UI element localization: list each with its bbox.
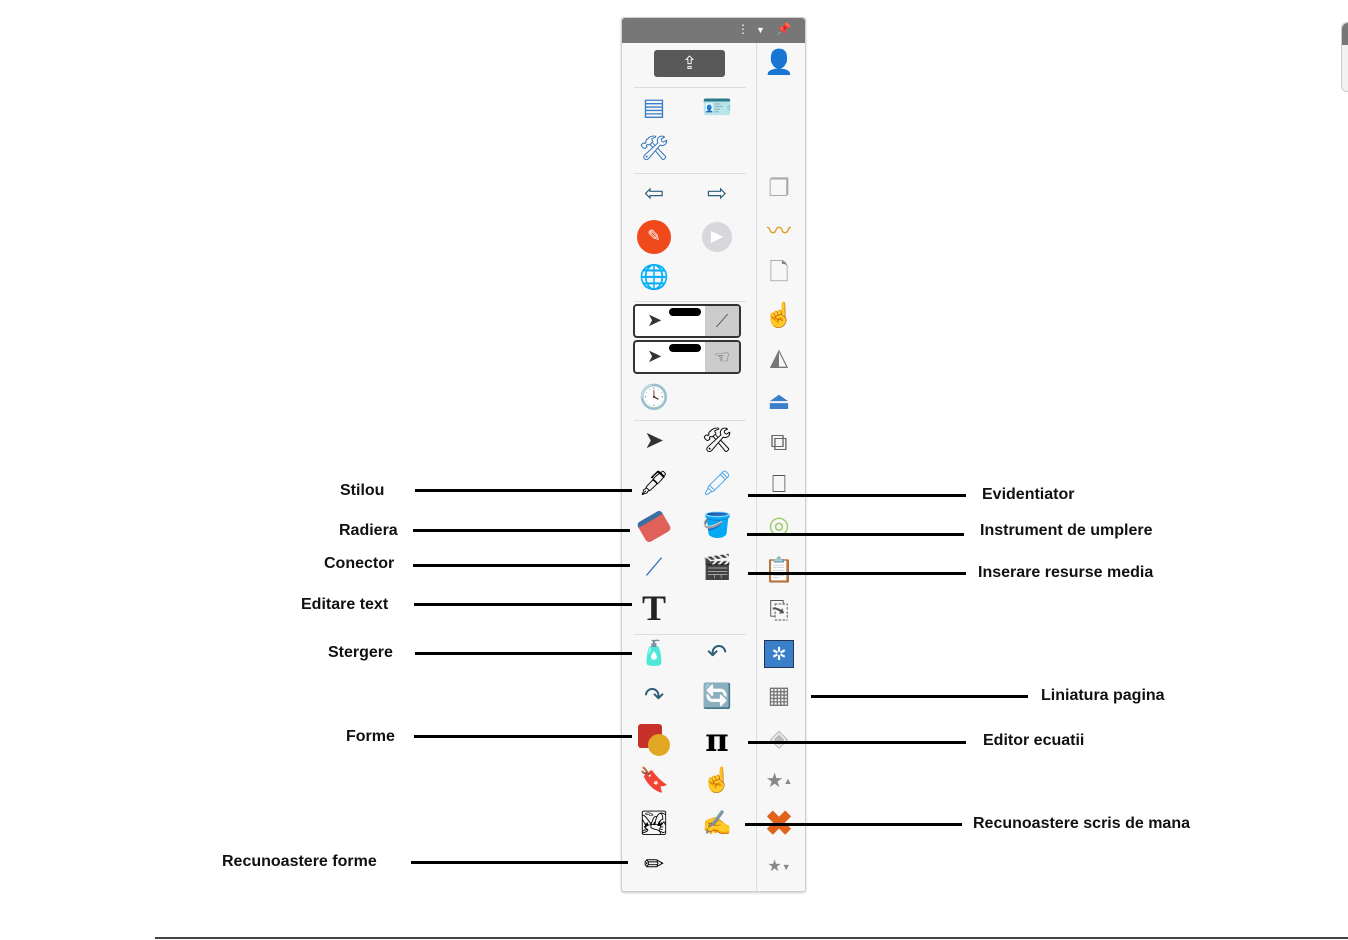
favorite-up-icon[interactable]: ★▲ <box>765 770 793 792</box>
undo-icon[interactable]: ↶ <box>706 640 728 667</box>
freeze-icon[interactable]: ✲ <box>762 637 796 671</box>
drag-objects-icon[interactable]: ☝ <box>764 302 794 329</box>
dropdown-icon[interactable]: ▼ <box>756 25 765 35</box>
label-instrument-de-umplere: Instrument de umplere <box>980 522 1153 539</box>
shapes-icon[interactable] <box>637 723 671 757</box>
leader-line <box>413 529 630 532</box>
share-icon: ⇪ <box>681 53 698 73</box>
group-icon[interactable]: ⧉ <box>770 429 788 456</box>
leader-line <box>414 603 632 606</box>
hand-cursor-icon[interactable]: ☝ <box>702 767 732 794</box>
upload-icon[interactable]: ⏏ <box>767 388 791 415</box>
leader-line <box>415 652 632 655</box>
label-stergere: Stergere <box>328 644 393 661</box>
label-recunoastere-forme: Recunoastere forme <box>222 853 377 870</box>
eraser-icon[interactable] <box>636 509 672 543</box>
clear-page-icon[interactable]: 🗋 <box>769 259 789 286</box>
paste-icon[interactable]: ⎘ <box>769 597 789 624</box>
connector-icon[interactable]: ⟋ <box>645 554 663 581</box>
pen-mode-selector[interactable]: ➤⟋ <box>633 304 741 338</box>
grid-pencil-icon[interactable]: ▦ <box>767 682 791 709</box>
fill-bucket-icon[interactable]: 🪣 <box>702 512 732 539</box>
leader-line <box>745 823 962 826</box>
bottom-border <box>155 937 1348 939</box>
pen-icon[interactable]: 🖋 <box>638 470 670 497</box>
toolbar-header[interactable]: ⋮ ▼ 📌 <box>622 18 805 43</box>
leader-line <box>748 572 966 575</box>
highlighter-icon[interactable]: 🖍 <box>701 470 733 497</box>
color-pen-icon[interactable]: ◎ <box>768 512 790 539</box>
separator <box>634 87 746 88</box>
leader-line <box>747 533 964 536</box>
label-liniatura-pagina: Liniatura pagina <box>1041 687 1165 704</box>
label-editor-ecuatii: Editor ecuatii <box>983 732 1085 749</box>
globe-icon[interactable]: 🌐 <box>639 264 669 291</box>
leader-line <box>811 695 1028 698</box>
tools-icon[interactable]: 🛠 <box>701 427 733 454</box>
touch-mode-selector[interactable]: ➤☜ <box>633 340 741 374</box>
column-divider <box>756 43 757 891</box>
user-pen-icon[interactable]: 👤 <box>764 49 794 76</box>
clock-icon[interactable]: 🕓 <box>639 384 669 411</box>
leader-line <box>413 564 630 567</box>
clipboard-icon[interactable]: 📋 <box>764 557 794 584</box>
text-icon[interactable]: T <box>641 588 666 628</box>
label-forme: Forme <box>346 728 395 745</box>
image-icon[interactable]: 🏞 <box>638 810 670 837</box>
leader-line <box>411 861 628 864</box>
leader-line <box>748 494 966 497</box>
side-panel-edge[interactable] <box>1341 22 1348 92</box>
stamp-icon[interactable]: 🔖 <box>639 767 669 794</box>
label-inserare-resurse-media: Inserare resurse media <box>978 564 1154 581</box>
label-evidentiator: Evidentiator <box>982 486 1075 503</box>
copy-icon[interactable]: ❐ <box>768 175 790 202</box>
label-conector: Conector <box>324 555 395 572</box>
form-icon[interactable]: ▤ <box>642 94 666 121</box>
id-card-icon[interactable]: 🪪 <box>702 94 732 121</box>
clear-ink-icon[interactable]: 〰 <box>767 218 791 245</box>
previous-page-icon[interactable]: ⇦ <box>643 180 665 207</box>
next-page-icon[interactable]: ⇨ <box>706 180 728 207</box>
layers-icon[interactable]: ◈ <box>769 725 789 752</box>
pi-icon[interactable]: π <box>705 721 729 759</box>
geometry-icon[interactable]: ◭ <box>769 344 789 371</box>
separator <box>634 420 746 421</box>
page-refresh-icon[interactable]: 🔄 <box>702 683 732 710</box>
leader-line <box>748 741 966 744</box>
favorite-down-icon[interactable]: ★▼ <box>767 858 791 875</box>
select-arrow-icon[interactable]: ➤ <box>643 427 665 454</box>
redo-icon[interactable]: ↷ <box>643 683 665 710</box>
label-stilou: Stilou <box>340 482 385 499</box>
label-recunoastere-scris-de-mana: Recunoastere scris de mana <box>973 815 1190 832</box>
leader-line <box>415 489 632 492</box>
pin-icon[interactable]: 📌 <box>776 22 791 36</box>
shape-recognition-icon[interactable]: ✏ <box>643 851 665 878</box>
leader-line <box>414 735 632 738</box>
media-icon[interactable]: 🎬 <box>702 554 732 581</box>
separator <box>634 173 746 174</box>
settings-screen-icon[interactable]: 🛠 <box>638 135 670 162</box>
share-button[interactable]: ⇪ <box>654 50 725 77</box>
switch-icon[interactable]: ⎕ <box>771 471 787 498</box>
handwriting-recognition-icon[interactable]: ✍ <box>702 810 732 837</box>
toolbar-panel: ⋮ ▼ 📌 ⇪ ▤ 🪪 🛠 ⇦ ⇨ ✎ ▶ 🌐 ➤⟋ ➤☜ 🕓 ➤ 🛠 🖋 🖍 … <box>621 17 806 892</box>
play-icon[interactable]: ▶ <box>700 220 734 254</box>
record-icon[interactable]: ✎ <box>637 220 671 254</box>
label-editare-text: Editare text <box>301 596 389 613</box>
separator <box>634 301 746 302</box>
more-vertical-icon[interactable]: ⋮ <box>737 22 749 36</box>
clear-spray-icon[interactable]: 🧴 <box>639 640 669 667</box>
separator <box>634 634 746 635</box>
label-radiera: Radiera <box>339 522 398 539</box>
